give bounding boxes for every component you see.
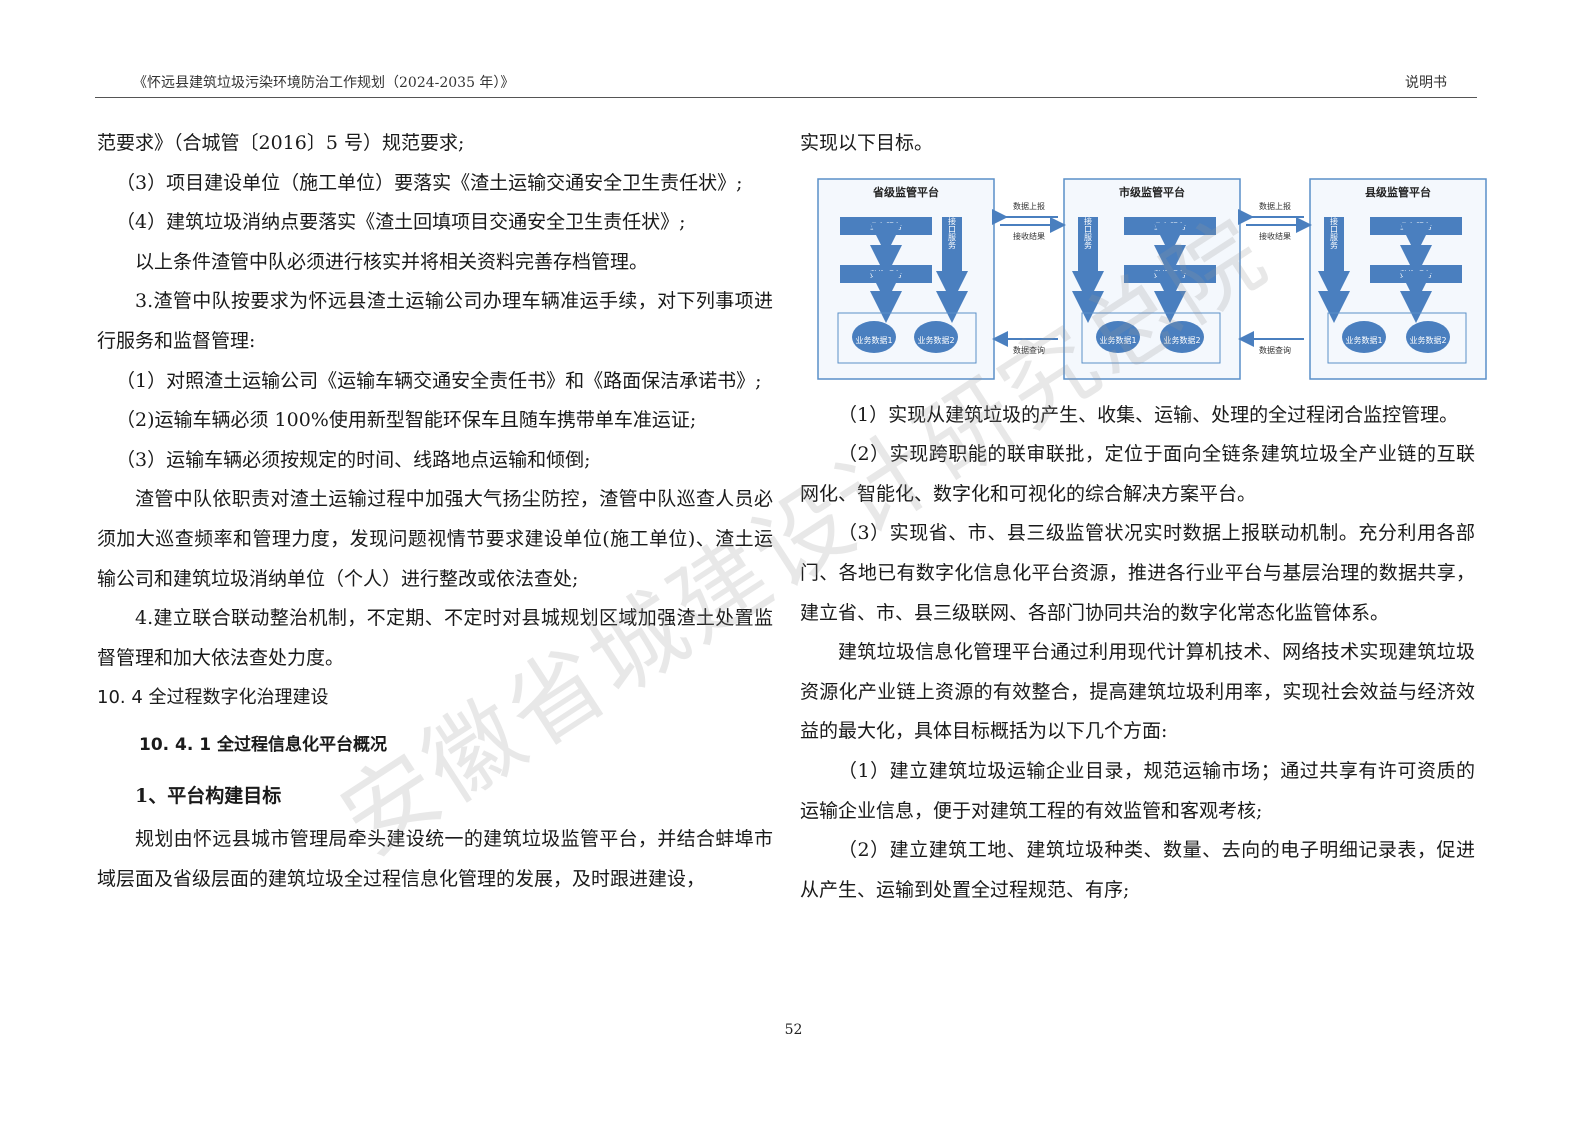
paragraph: 范要求》（合城管〔2016〕5 号）规范要求; <box>97 132 465 154</box>
arrow-label: 数据查询 <box>1013 345 1045 355</box>
business-service-label: 业务服务 <box>1154 221 1186 231</box>
paragraph: （3）实现省、市、县三级监管状况实时数据上报联动机制。充分利用各部门、各地已有数… <box>800 522 1475 624</box>
database-icon <box>1160 320 1204 353</box>
paragraph: （2）实现跨职能的联审联批，定位于面向全链条建筑垃圾全产业链的互联网化、智能化、… <box>800 443 1475 505</box>
database-label: 业务数据1 <box>1099 335 1136 345</box>
business-service-label: 业务服务 <box>1400 221 1432 231</box>
header-doc-title: 《怀远县建筑垃圾污染环境防治工作规划（2024-2035 年）》 <box>133 75 515 91</box>
database-label: 业务数据1 <box>1345 335 1382 345</box>
item-heading: 1、平台构建目标 <box>135 784 282 807</box>
interface-service-box <box>1078 216 1098 283</box>
interface-service-label: 接口服务 <box>948 216 957 250</box>
paragraph: （2)运输车辆必须 100%使用新型智能环保车且随车携带单车准运证; <box>116 409 697 432</box>
paragraph: （3）运输车辆必须按规定的时间、线路地点运输和倾倒; <box>116 448 591 471</box>
arrow-label: 接收结果 <box>1013 231 1045 241</box>
platform-title: 市级监管平台 <box>1119 185 1185 199</box>
paragraph: （1）对照渣土运输公司《运输车辆交通安全责任书》和《路面保洁承诺书》; <box>116 369 762 392</box>
platform-title: 县级监管平台 <box>1365 185 1431 199</box>
platform-county: 县级监管平台 接口服务 业务服务 数据服务 业务数据1 业务数据2 <box>1309 177 1487 380</box>
database-icon <box>1406 320 1450 353</box>
paragraph: 实现以下目标。 <box>800 132 934 154</box>
business-service-label: 业务服务 <box>870 221 902 231</box>
database-label: 业务数据2 <box>1163 335 1200 345</box>
platform-architecture-diagram: 省级监管平台 业务服务 数据服务 接口服务 业务数据1 业务数据2 市级监管平台… <box>817 177 1487 380</box>
database-icon <box>914 320 958 353</box>
database-icon <box>852 320 896 353</box>
paragraph: 建筑垃圾信息化管理平台通过利用现代计算机技术、网络技术实现建筑垃圾资源化产业链上… <box>800 641 1475 743</box>
header-doc-type: 说明书 <box>1405 75 1447 91</box>
paragraph: （1）建立建筑垃圾运输企业目录，规范运输市场；通过共享有许可资质的运输企业信息，… <box>800 759 1475 822</box>
paragraph: 3.渣管中队按要求为怀远县渣土运输公司办理车辆准运手续，对下列事项进行服务和监督… <box>97 290 773 352</box>
connector-city-county: 数据上报 接收结果 数据查询 <box>1238 201 1312 355</box>
left-column: 范要求》（合城管〔2016〕5 号）规范要求; （3）项目建设单位（施工单位）要… <box>97 124 773 899</box>
arrow-label: 数据上报 <box>1259 201 1291 211</box>
platform-title: 省级监管平台 <box>872 185 939 199</box>
database-label: 业务数据2 <box>917 335 954 345</box>
interface-service-box <box>942 216 962 283</box>
database-icon <box>1096 320 1140 353</box>
paragraph: （3）项目建设单位（施工单位）要落实《渣土运输交通安全卫生责任状》; <box>116 171 743 194</box>
paragraph: 渣管中队依职责对渣土运输过程中加强大气扬尘防控，渣管中队巡查人员必须加大巡查频率… <box>97 488 773 590</box>
database-label: 业务数据1 <box>855 335 892 345</box>
interface-service-box <box>1324 216 1344 283</box>
arrow-label: 数据上报 <box>1013 201 1045 211</box>
arrow-label: 接收结果 <box>1259 231 1291 241</box>
section-heading: 10. 4 全过程数字化治理建设 <box>97 687 329 709</box>
right-column: 实现以下目标。 省级监管平台 业务服务 数据服务 接口服务 业务数据1 业务数据… <box>800 124 1487 910</box>
database-icon <box>1342 320 1386 353</box>
data-service-label: 数据服务 <box>1400 269 1432 279</box>
platform-province: 省级监管平台 业务服务 数据服务 接口服务 业务数据1 业务数据2 <box>817 177 995 380</box>
header-rule <box>95 97 1477 98</box>
subsection-heading: 10. 4. 1 全过程信息化平台概况 <box>139 734 387 755</box>
paragraph: （2）建立建筑工地、建筑垃圾种类、数量、去向的电子明细记录表，促进从产生、运输到… <box>800 839 1475 901</box>
paragraph: （1）实现从建筑垃圾的产生、收集、运输、处理的全过程闭合监控管理。 <box>838 403 1459 426</box>
paragraph: （4）建筑垃圾消纳点要落实《渣土回填项目交通安全卫生责任状》; <box>116 211 686 234</box>
page-number: 52 <box>784 1022 803 1038</box>
arrow-label: 数据查询 <box>1259 345 1291 355</box>
paragraph: 以上条件渣管中队必须进行核实并将相关资料完善存档管理。 <box>135 250 649 273</box>
connector-province-city: 数据上报 接收结果 数据查询 <box>992 201 1066 355</box>
database-label: 业务数据2 <box>1409 335 1446 345</box>
interface-service-label: 接口服务 <box>1084 216 1093 250</box>
paragraph: 4.建立联合联动整治机制，不定期、不定时对县城规划区域加强渣土处置监督管理和加大… <box>97 607 773 669</box>
paragraph: 规划由怀远县城市管理局牵头建设统一的建筑垃圾监管平台，并结合蚌埠市域层面及省级层… <box>97 827 773 890</box>
data-service-label: 数据服务 <box>1154 269 1186 279</box>
interface-service-label: 接口服务 <box>1330 216 1339 250</box>
platform-city: 市级监管平台 接口服务 业务服务 数据服务 业务数据1 业务数据2 <box>1063 177 1241 380</box>
data-service-label: 数据服务 <box>870 269 902 279</box>
